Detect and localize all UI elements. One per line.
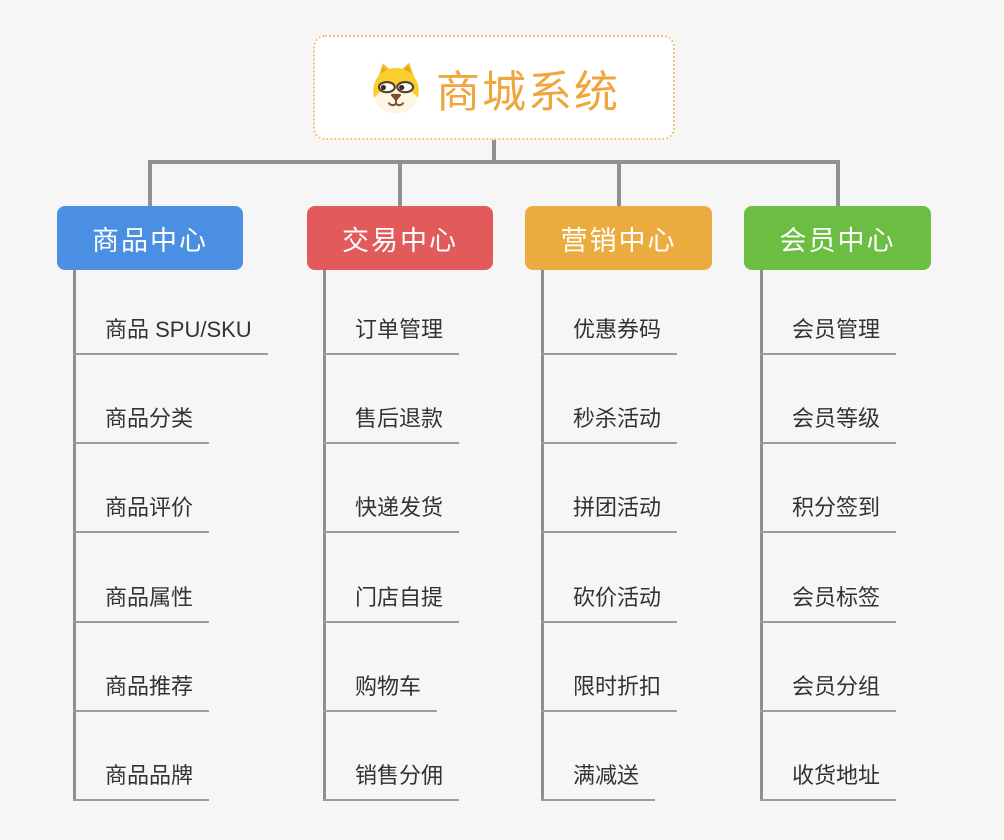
connector-root-drop [492,140,496,162]
leaf-node[interactable]: 销售分佣 [323,761,460,801]
leaf-node[interactable]: 砍价活动 [541,583,678,623]
leaf-node[interactable]: 商品分类 [73,404,210,444]
connector-drop-member [836,160,840,208]
leaf-node[interactable]: 门店自提 [323,583,460,623]
leaf-node[interactable]: 会员标签 [760,583,897,623]
leaf-node[interactable]: 会员等级 [760,404,897,444]
leaf-node[interactable]: 商品推荐 [73,672,210,712]
leaf-node[interactable]: 快递发货 [323,493,460,533]
leaf-node[interactable]: 会员分组 [760,672,897,712]
leaf-node[interactable]: 优惠券码 [541,315,678,355]
branch-column-product: 商品 SPU/SKU 商品分类 商品评价 商品属性 商品推荐 商品品牌 [73,270,313,802]
branch-column-marketing: 优惠券码 秒杀活动 拼团活动 砍价活动 限时折扣 满减送 [541,270,781,802]
branch-trunk-line [541,270,544,801]
branch-node-member-center[interactable]: 会员中心 [744,206,931,270]
leaf-node[interactable]: 收货地址 [760,761,897,801]
branch-column-trade: 订单管理 售后退款 快递发货 门店自提 购物车 销售分佣 [323,270,563,802]
dog-face-icon [373,62,419,113]
root-node[interactable]: 商城系统 [313,35,675,140]
branch-node-product-center[interactable]: 商品中心 [57,206,243,270]
leaf-node[interactable]: 商品属性 [73,583,210,623]
leaf-node[interactable]: 会员管理 [760,315,897,355]
branch-node-marketing-center[interactable]: 营销中心 [525,206,712,270]
branch-column-member: 会员管理 会员等级 积分签到 会员标签 会员分组 收货地址 [760,270,1000,802]
connector-drop-trade [398,160,402,208]
leaf-node[interactable]: 商品评价 [73,493,210,533]
leaf-node[interactable]: 积分签到 [760,493,897,533]
connector-drop-product [148,160,152,208]
leaf-node[interactable]: 商品品牌 [73,761,210,801]
leaf-node[interactable]: 订单管理 [323,315,460,355]
leaf-node[interactable]: 商品 SPU/SKU [73,315,268,355]
branch-trunk-line [73,270,76,801]
leaf-node[interactable]: 限时折扣 [541,672,678,712]
leaf-node[interactable]: 满减送 [541,761,656,801]
root-title: 商城系统 [436,67,620,117]
leaf-node[interactable]: 拼团活动 [541,493,678,533]
leaf-node[interactable]: 购物车 [323,672,438,712]
leaf-node[interactable]: 秒杀活动 [541,404,678,444]
connector-horizontal-rail [148,160,840,164]
branch-node-trade-center[interactable]: 交易中心 [307,206,493,270]
branch-trunk-line [760,270,763,801]
connector-drop-marketing [617,160,621,208]
leaf-node[interactable]: 售后退款 [323,404,460,444]
branch-trunk-line [323,270,326,801]
